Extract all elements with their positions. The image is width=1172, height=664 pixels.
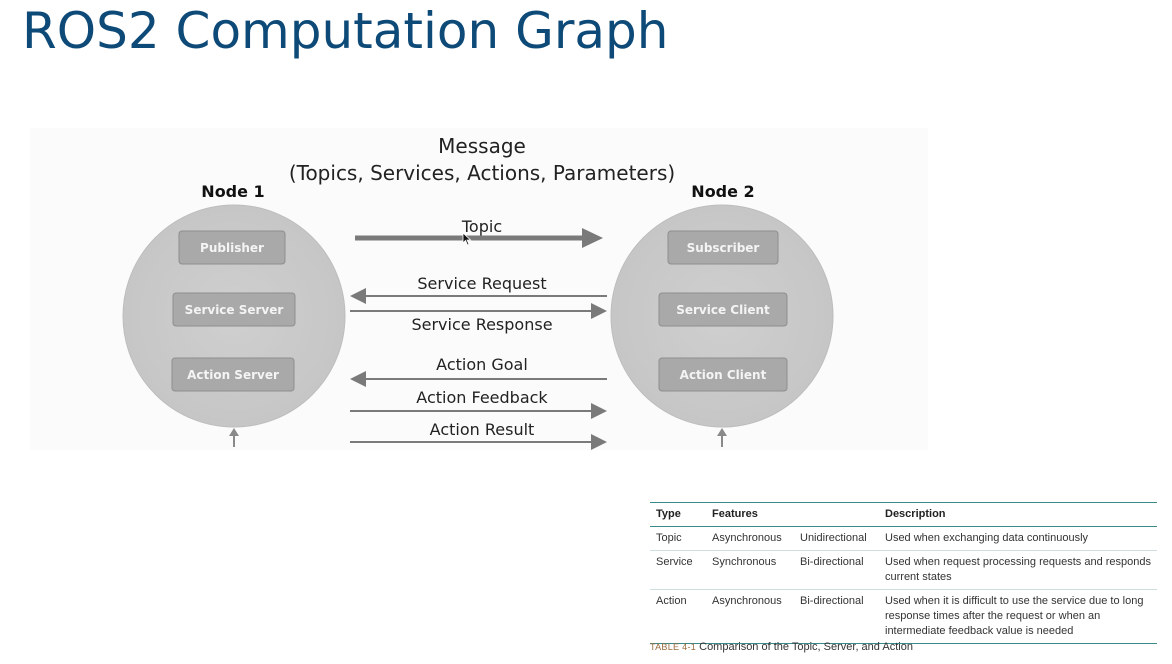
cell-type: Topic: [656, 532, 682, 544]
node2-up-arrow: [717, 428, 727, 447]
table-caption: TABLE 4-1 Comparison of the Topic, Serve…: [650, 641, 913, 653]
topic-arrow: [355, 228, 603, 248]
node1-service-server-box: Service Server: [172, 292, 296, 327]
table-header-row: Type Features Description: [650, 502, 1157, 527]
cell-direction: Bi-directional: [800, 595, 864, 607]
header-direction: [794, 503, 879, 527]
cell-direction: Unidirectional: [800, 532, 867, 544]
cell-description: Used when it is difficult to use the ser…: [885, 595, 1144, 637]
topic-label: Topic: [461, 217, 502, 236]
node1-service-server-label: Service Server: [185, 303, 284, 317]
cell-features: Asynchronous: [712, 532, 782, 544]
node1-label: Node 1: [201, 182, 264, 201]
cell-features: Asynchronous: [712, 595, 782, 607]
node2-action-client-box: Action Client: [658, 357, 788, 392]
cell-direction: Bi-directional: [800, 556, 864, 568]
node1-action-server-label: Action Server: [187, 368, 279, 382]
service-response-label: Service Response: [411, 315, 552, 334]
header-features: Features: [712, 508, 758, 520]
cell-features: Synchronous: [712, 556, 777, 568]
table-caption-number: TABLE 4-1: [650, 642, 697, 652]
table-row: Action Asynchronous Bi-directional Used …: [650, 590, 1157, 644]
node1-publisher-label: Publisher: [200, 241, 264, 255]
message-subtitle: (Topics, Services, Actions, Parameters): [289, 161, 675, 185]
page-title: ROS2 Computation Graph: [22, 2, 669, 60]
cell-type: Action: [656, 595, 687, 607]
message-title: Message: [438, 134, 526, 158]
node2-subscriber-label: Subscriber: [687, 241, 760, 255]
comparison-table: Type Features Description Topic Asynchro…: [650, 502, 1157, 644]
service-request-label: Service Request: [417, 274, 546, 293]
node1-action-server-box: Action Server: [171, 357, 295, 392]
mouse-cursor-icon: [462, 232, 472, 246]
table-row: Service Synchronous Bi-directional Used …: [650, 551, 1157, 590]
table-caption-text: Comparison of the Topic, Server, and Act…: [699, 641, 913, 653]
node1-publisher-box: Publisher: [178, 230, 286, 265]
action-goal-label: Action Goal: [436, 355, 528, 374]
cell-type: Service: [656, 556, 693, 568]
header-description: Description: [885, 508, 946, 520]
action-result-label: Action Result: [430, 420, 535, 439]
table-row: Topic Asynchronous Unidirectional Used w…: [650, 527, 1157, 551]
node1-up-arrow: [229, 428, 239, 447]
node2-service-client-label: Service Client: [676, 303, 770, 317]
node2-service-client-box: Service Client: [658, 292, 788, 327]
cell-description: Used when exchanging data continuously: [885, 532, 1089, 544]
action-feedback-label: Action Feedback: [416, 388, 548, 407]
node2-subscriber-box: Subscriber: [667, 230, 779, 265]
cell-description: Used when request processing requests an…: [885, 556, 1151, 583]
header-type: Type: [656, 508, 681, 520]
node2-action-client-label: Action Client: [680, 368, 767, 382]
node2-label: Node 2: [691, 182, 754, 201]
